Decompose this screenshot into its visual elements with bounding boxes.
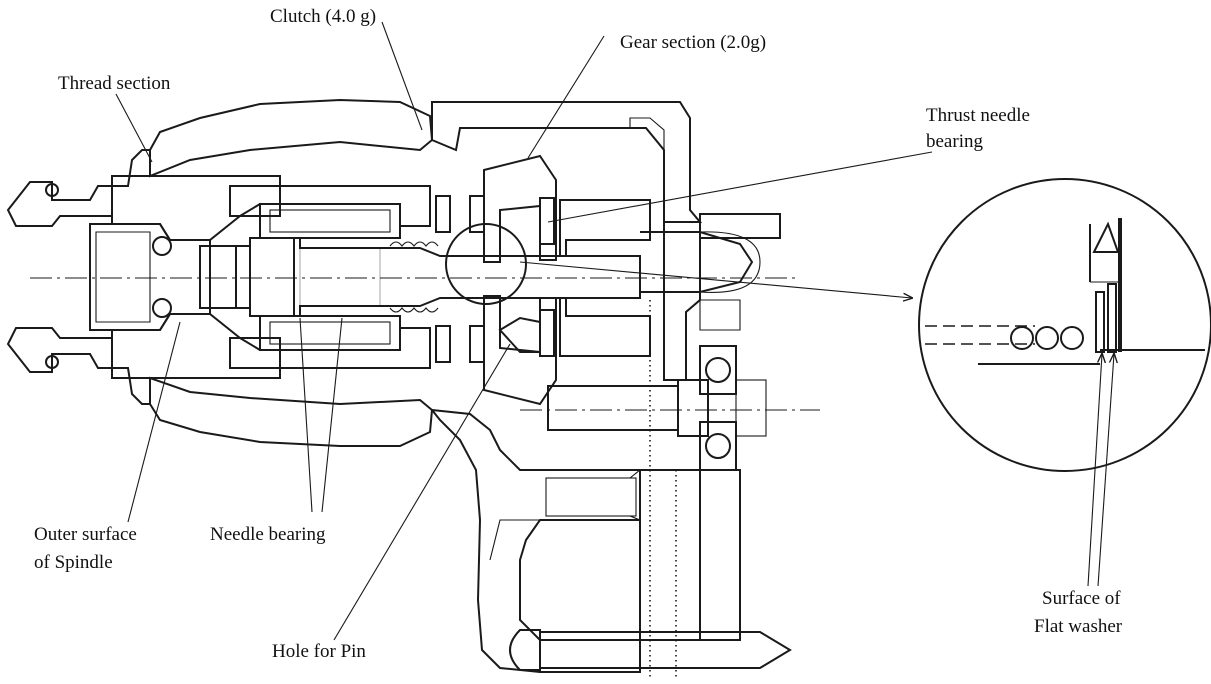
spindle-assembly — [45, 154, 792, 671]
label-outer-surface-line1: Outer surface — [34, 524, 137, 545]
label-thread-section: Thread section — [58, 73, 171, 94]
detail-view — [918, 178, 1211, 472]
label-gear-section: Gear section (2.0g) — [620, 32, 766, 53]
label-clutch: Clutch (4.0 g) — [270, 6, 376, 27]
leader-lines — [115, 21, 1114, 641]
label-needle-bearing: Needle bearing — [210, 524, 326, 545]
label-outer-surface-line2: of Spindle — [34, 552, 113, 573]
label-flat-washer-line2: Flat washer — [1034, 616, 1123, 637]
label-thrust-needle-bearing-line1: Thrust needle — [926, 105, 1030, 126]
detail-callout-circle — [445, 223, 527, 305]
label-thrust-needle-bearing-line2: bearing — [926, 131, 983, 152]
label-hole-for-pin: Hole for Pin — [272, 641, 366, 662]
label-flat-washer-line1: Surface of — [1042, 588, 1121, 609]
